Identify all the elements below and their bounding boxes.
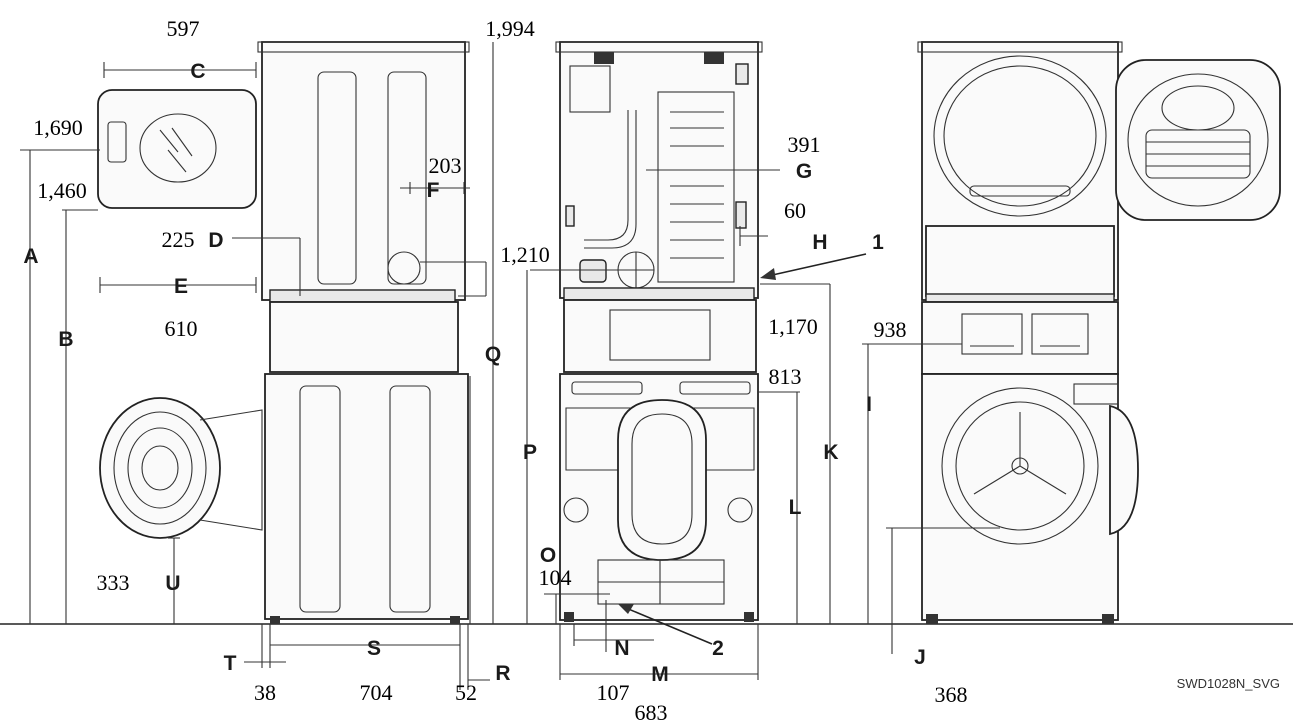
num-1170: 1,170 xyxy=(768,314,818,339)
letter-P: P xyxy=(523,441,537,464)
letter-A: A xyxy=(23,245,38,268)
num-1460: 1,460 xyxy=(37,178,87,203)
num-704: 704 xyxy=(360,680,393,705)
num-1994: 1,994 xyxy=(485,16,535,41)
num-597: 597 xyxy=(167,16,200,41)
side-washer-door-open xyxy=(99,397,221,539)
letter-C: C xyxy=(190,60,205,83)
front-washer-cabinet xyxy=(921,373,1119,621)
letter-O: O xyxy=(540,544,556,567)
front-dryer-door-open xyxy=(1115,59,1281,221)
letter-N: N xyxy=(614,637,629,660)
side-view-stack xyxy=(20,41,494,690)
rear-view-stack xyxy=(526,41,867,680)
num-938: 938 xyxy=(874,317,907,342)
drawing-code: SWD1028N_SVG xyxy=(1177,676,1280,691)
letter-L: L xyxy=(789,496,802,519)
num-368: 368 xyxy=(935,682,968,707)
letter-E: E xyxy=(174,275,188,298)
num-683: 683 xyxy=(635,700,668,725)
letter-B: B xyxy=(58,328,73,351)
num-38: 38 xyxy=(254,680,276,705)
num-1210: 1,210 xyxy=(500,242,550,267)
num-333: 333 xyxy=(97,570,130,595)
side-stack-kit xyxy=(269,301,459,373)
letter-M: M xyxy=(651,663,669,686)
front-view-stack xyxy=(862,41,1281,654)
front-washer-door-open xyxy=(1109,404,1139,536)
letter-H: H xyxy=(812,231,827,254)
num-104: 104 xyxy=(539,565,572,590)
front-control-panel xyxy=(921,301,1119,375)
letter-U: U xyxy=(165,572,180,595)
side-washer-cabinet xyxy=(264,373,469,620)
num-813: 813 xyxy=(769,364,802,389)
num-391: 391 xyxy=(788,132,821,157)
letter-Q: Q xyxy=(485,343,501,366)
num-610: 610 xyxy=(165,316,198,341)
letter-1: 1 xyxy=(872,231,884,254)
letter-F: F xyxy=(427,179,440,202)
letter-T: T xyxy=(224,652,237,675)
letter-J: J xyxy=(914,646,926,669)
rear-stack-kit xyxy=(563,299,757,373)
front-stack-kit xyxy=(925,225,1115,297)
side-dryer-door-open xyxy=(97,89,257,209)
letter-R: R xyxy=(495,662,510,685)
letter-G: G xyxy=(796,160,812,183)
letter-I: I xyxy=(866,393,872,416)
letter-D: D xyxy=(208,229,223,252)
num-203: 203 xyxy=(429,153,462,178)
letter-2: 2 xyxy=(712,637,724,660)
letter-K: K xyxy=(823,441,838,464)
num-52: 52 xyxy=(455,680,477,705)
num-60: 60 xyxy=(784,198,806,223)
label-layer: 597 1,994 1,690 1,460 203 391 60 225 1,210 610 1,1… xyxy=(23,16,1280,725)
num-107: 107 xyxy=(597,680,630,705)
num-1690: 1,690 xyxy=(33,115,83,140)
letter-S: S xyxy=(367,637,381,660)
num-225: 225 xyxy=(162,227,195,252)
rear-drum-outline xyxy=(617,399,707,561)
